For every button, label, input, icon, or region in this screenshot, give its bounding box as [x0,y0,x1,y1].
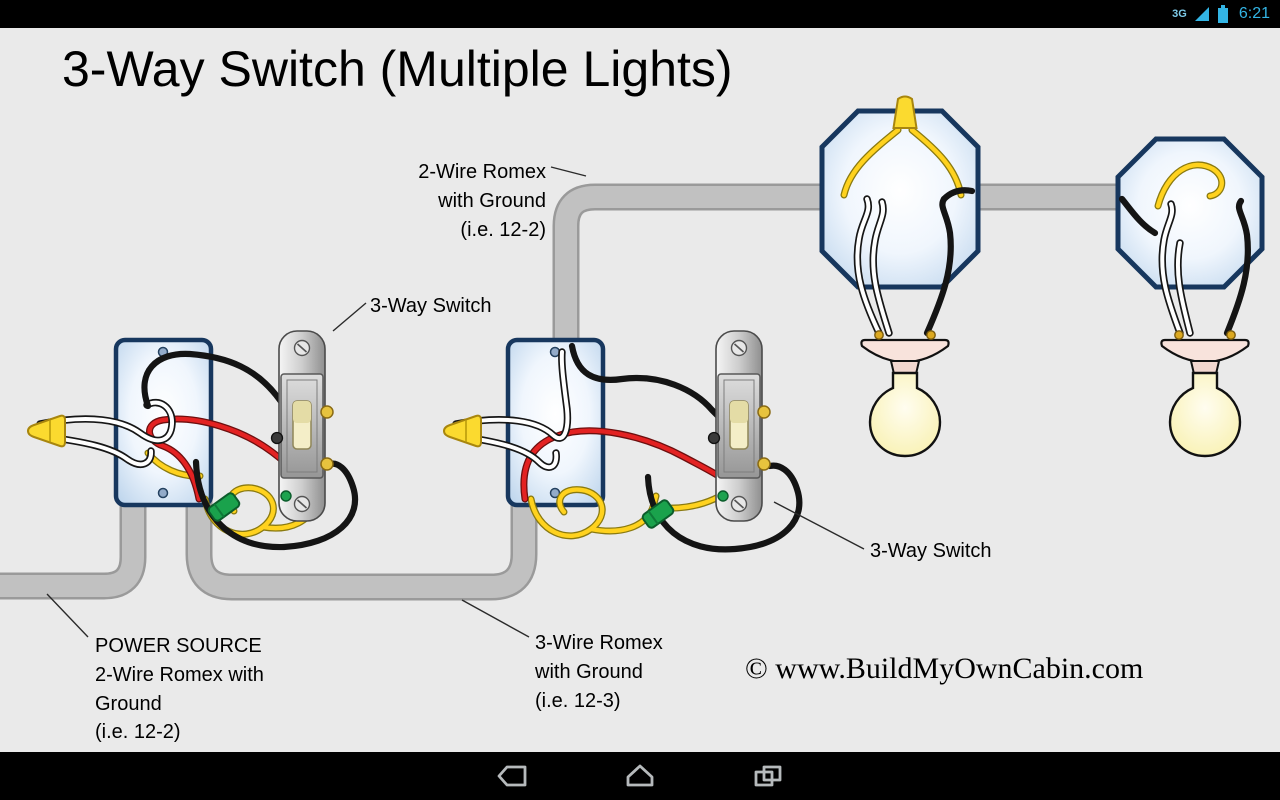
label-switch2: 3-Way Switch [870,540,992,562]
power-cable [0,498,147,600]
label-romex3-line1: 3-Wire Romex [535,632,663,654]
three-way-switch-2 [707,330,771,522]
navigation-bar [0,752,1280,800]
copyright-watermark: © www.BuildMyOwnCabin.com [745,652,1143,685]
label-switch1: 3-Way Switch [370,295,492,317]
label-power-line4: (i.e. 12-2) [95,721,181,743]
network-type-indicator: 3G [1172,8,1187,20]
signal-strength-icon [1194,7,1209,21]
home-icon [626,764,654,787]
back-button[interactable] [492,759,532,793]
label-power-line1: POWER SOURCE [95,635,262,657]
black-wire [568,342,728,426]
label-pointer-lines [46,166,865,638]
box2-wires [456,342,803,553]
octagon2-wires [1118,165,1251,337]
black-wire [141,350,293,416]
status-bar: 3G 6:21 [0,0,1280,28]
wire-nut-1 [27,414,66,448]
octagon-box-1 [819,108,981,290]
romex3-cable [185,498,538,601]
back-icon [497,765,527,787]
pointer-romex2 [550,166,587,177]
three-way-switch-1 [270,330,334,522]
black-wire [1223,197,1251,337]
battery-icon [1217,4,1228,23]
label-romex3-line2: with Ground [534,661,643,683]
octagon1-wires [844,130,976,337]
diagram-title: 3-Way Switch (Multiple Lights) [62,41,733,97]
wiring-diagram: 3-Way Switch (Multiple Lights) 2-Wire Ro… [0,41,1265,743]
black-wire [923,195,954,337]
label-romex2-line3: (i.e. 12-2) [460,219,546,241]
pointer-power [46,593,89,638]
label-romex2-line1: 2-Wire Romex [418,161,546,183]
label-power-line3: Ground [95,693,162,715]
label-power-line2: 2-Wire Romex with [95,664,264,686]
romex2-cable-to-light1 [552,183,830,346]
label-romex2-line2: with Ground [437,190,546,212]
status-time: 6:21 [1238,5,1270,22]
octagon-box-2 [1115,136,1265,290]
label-romex3-line3: (i.e. 12-3) [535,690,621,712]
recents-button[interactable] [748,759,788,793]
pointer-switch2 [773,501,865,550]
wire-nut-top [892,95,918,129]
recents-icon [754,765,782,787]
light-fixture-2 [1160,329,1250,458]
home-button[interactable] [620,759,660,793]
pointer-romex3 [461,599,530,638]
pointer-switch1 [332,302,367,332]
ground-clip-2 [640,497,676,531]
wire-nut-2 [443,414,482,448]
light-fixture-1 [860,329,950,458]
